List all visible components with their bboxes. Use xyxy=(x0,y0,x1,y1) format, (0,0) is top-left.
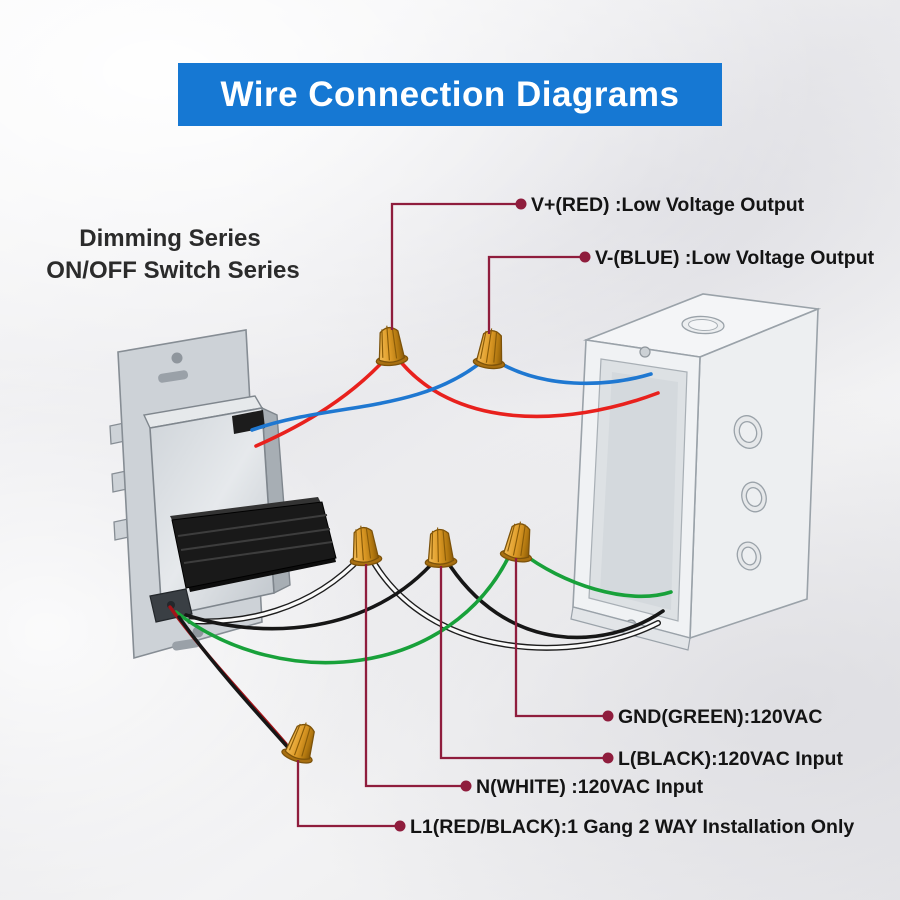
wire-nut-line xyxy=(422,525,458,569)
wire-black-to-box xyxy=(443,556,665,640)
wire-red-to-box xyxy=(394,354,660,419)
wire-green-to-switch xyxy=(174,550,513,665)
banner-title: Wire Connection Diagrams xyxy=(220,74,680,114)
box-side-face xyxy=(689,307,819,640)
label-pointers xyxy=(296,202,608,828)
strap-slot-top xyxy=(158,370,189,383)
series-title-line2: ON/OFF Switch Series xyxy=(46,257,299,284)
junction-box xyxy=(570,293,822,651)
switch-paddle xyxy=(171,501,337,589)
pointer-gnd xyxy=(514,558,608,718)
pointer-l xyxy=(439,566,608,760)
dot-vminus xyxy=(579,251,591,263)
banner: Wire Connection Diagrams xyxy=(178,63,722,126)
label-v-plus: V+(RED) :Low Voltage Output xyxy=(531,194,805,216)
wire-blue-to-switch xyxy=(250,357,487,432)
wire-blue-to-box xyxy=(491,357,653,386)
dot-gnd xyxy=(602,710,614,722)
wire-nut-l1 xyxy=(279,717,324,767)
series-title-line1: Dimming Series xyxy=(79,225,260,252)
wire-nut-vminus xyxy=(472,326,510,371)
wire-red-to-switch xyxy=(254,354,390,448)
pointer-vplus xyxy=(390,202,521,330)
label-l: L(BLACK):120VAC Input xyxy=(618,748,843,770)
wire-green-to-box xyxy=(519,550,673,599)
dimmer-switch xyxy=(109,329,337,660)
dot-n xyxy=(460,780,472,792)
label-l1: L1(RED/BLACK):1 Gang 2 WAY Installation … xyxy=(410,816,854,838)
strap-slot-bottom xyxy=(172,638,201,651)
label-n: N(WHITE) :120VAC Input xyxy=(476,776,704,798)
dot-l1 xyxy=(394,820,406,832)
wire-l1-black xyxy=(177,615,294,754)
wire-black-to-switch xyxy=(184,556,439,631)
box-screw-top xyxy=(639,346,651,358)
strap-hole-top xyxy=(171,352,183,364)
wires xyxy=(168,354,673,754)
wire-nut-ground xyxy=(498,518,539,565)
label-v-minus: V-(BLUE) :Low Voltage Output xyxy=(595,247,875,269)
dot-vplus xyxy=(515,198,527,210)
label-dots xyxy=(394,198,614,832)
pointer-vminus xyxy=(487,255,585,334)
wire-nut-neutral xyxy=(346,523,383,568)
pointer-l1 xyxy=(296,760,400,828)
dot-l xyxy=(602,752,614,764)
wire-nut-vplus xyxy=(372,323,409,368)
pointer-n xyxy=(364,564,466,788)
label-gnd: GND(GREEN):120VAC xyxy=(618,706,822,728)
